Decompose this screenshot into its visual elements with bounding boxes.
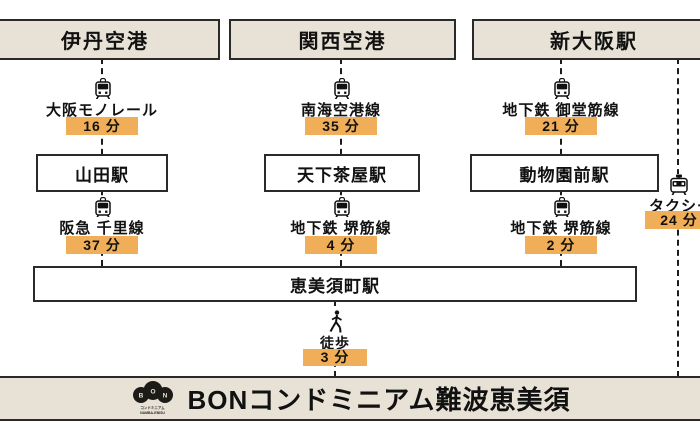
duration-badge: 37 分 [66,236,138,254]
station-box-tengachaya: 天下茶屋駅 [264,154,420,192]
bon-logo-subtext-1: コンドミニアム [140,406,165,411]
line-name: 地下鉄 堺筋線 [506,217,616,238]
duration-badge: 21 分 [525,117,597,135]
line-name: 大阪モノレール [41,99,163,120]
station-label: 山田駅 [75,165,129,185]
origin-box-kansai-airport: 関西空港 [229,19,456,60]
origin-label: 伊丹空港 [61,31,149,53]
duration-badge: 4 分 [305,236,377,254]
station-label: 動物園前駅 [519,165,610,185]
walk-icon [326,310,347,333]
bon-logo-icon: B O N [132,381,173,404]
svg-text:B: B [138,393,143,400]
destination-bar: B O N コンドミニアム NAMBA-EBISU BONコンドミニアム難波恵美… [0,376,700,421]
station-label: 恵美須町駅 [290,276,380,296]
duration-badge: 35 分 [305,117,377,135]
bon-logo-subtext-2: NAMBA-EBISU [140,411,165,415]
bon-logo: B O N コンドミニアム NAMBA-EBISU [130,381,176,415]
train-icon [330,78,354,102]
origin-box-itami-airport: 伊丹空港 [0,19,220,60]
line-name: 南海空港線 [296,99,386,120]
svg-text:O: O [150,389,155,396]
svg-text:N: N [162,393,167,400]
line-name: 地下鉄 御堂筋線 [498,99,624,120]
origin-label: 関西空港 [298,31,387,53]
line-name: 阪急 千里線 [55,217,149,238]
taxi-icon [666,174,692,198]
station-box-dobutsuenmae: 動物園前駅 [470,154,659,192]
duration-badge: 16 分 [66,117,138,135]
train-icon [550,78,574,102]
station-box-ebisucho: 恵美須町駅 [33,266,637,302]
origin-box-shin-osaka-station: 新大阪駅 [472,19,700,60]
origin-label: 新大阪駅 [550,31,638,53]
line-name: 地下鉄 堺筋線 [286,217,396,238]
duration-badge: 2 分 [525,236,597,254]
walk-label: 徒歩 [316,333,354,353]
destination-title: BONコンドミニアム難波恵美須 [187,385,571,415]
station-box-yamada: 山田駅 [36,154,168,192]
duration-badge: 3 分 [303,349,367,366]
duration-badge: 24 分 [645,211,700,229]
station-label: 天下茶屋駅 [297,165,387,185]
taxi-label: タクシー [644,195,700,216]
